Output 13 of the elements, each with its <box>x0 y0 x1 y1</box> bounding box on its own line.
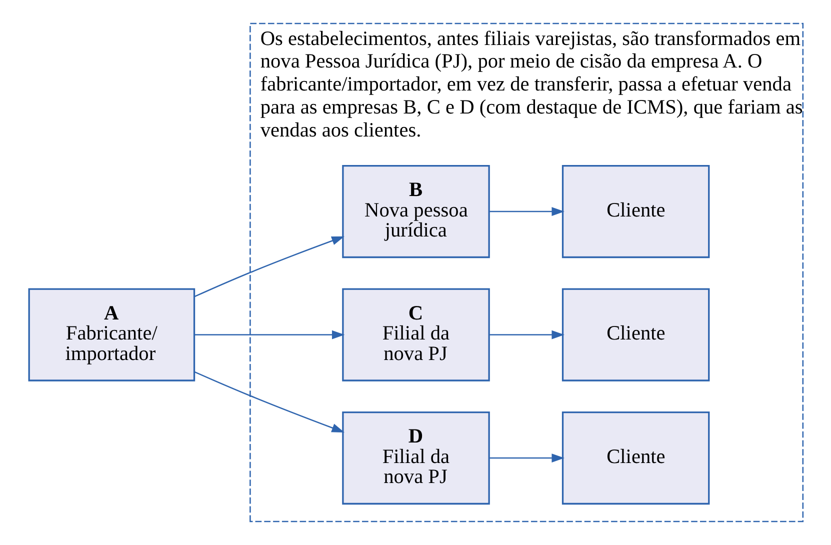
arrow <box>194 330 344 340</box>
node-box: A Fabricante/ importador <box>28 288 195 382</box>
node-box: Cliente <box>561 164 710 258</box>
arrow <box>194 371 344 432</box>
node-box: Cliente <box>561 411 710 505</box>
node-box: D Filial da nova PJ <box>342 411 490 505</box>
arrow <box>194 236 344 298</box>
arrow <box>489 207 564 216</box>
node-box: Cliente <box>561 288 710 382</box>
arrow <box>489 330 564 340</box>
node-box: B Nova pessoa jurídica <box>342 164 490 258</box>
node-box: C Filial da nova PJ <box>342 288 490 382</box>
arrow <box>489 454 564 462</box>
